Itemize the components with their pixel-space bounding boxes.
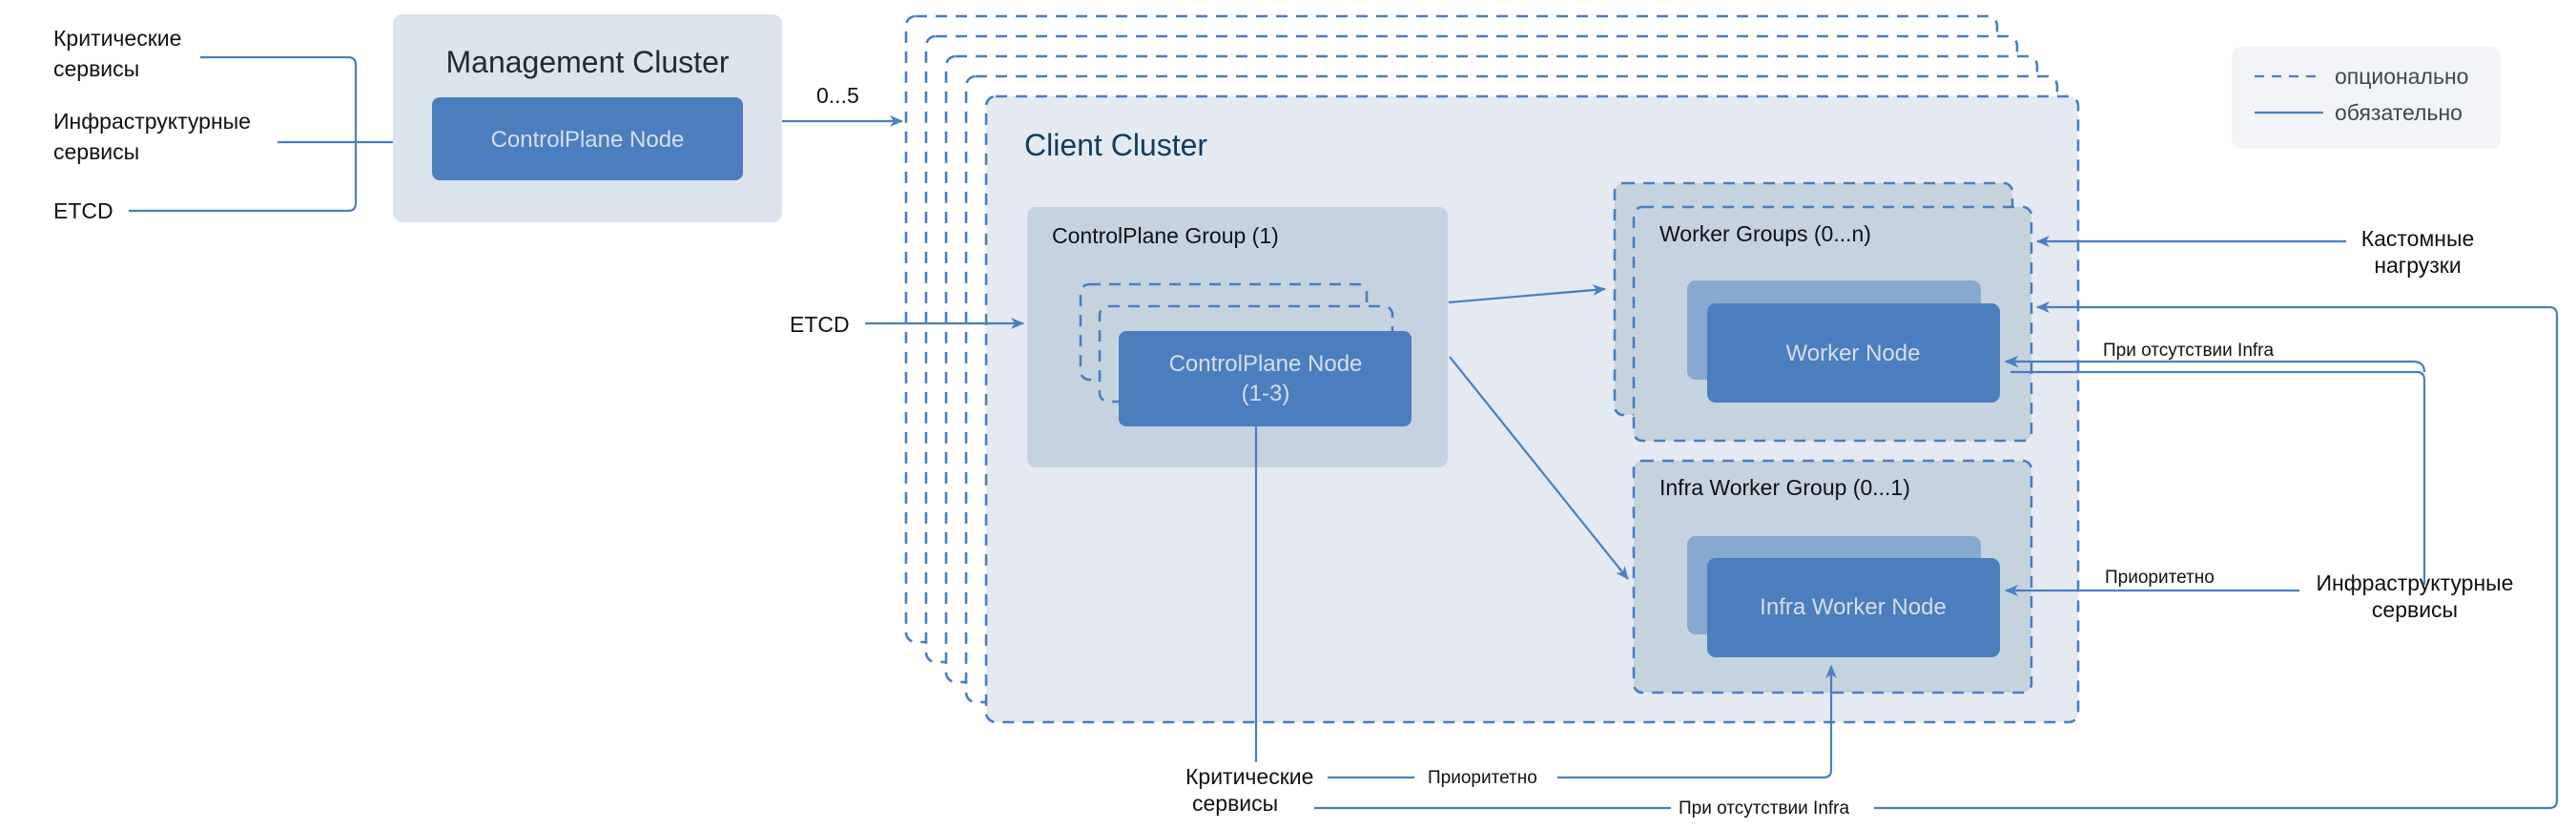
infra-worker-group-title: Infra Worker Group (0...1) (1659, 475, 1910, 500)
mgmt-input-infra-label-2: сервисы (53, 139, 139, 164)
critical-fallback-to-worker-arrow (1874, 301, 2559, 810)
custom-workloads-label: Кастомные (2361, 226, 2475, 251)
critical-to-infra-group-arrow (1557, 665, 1837, 779)
edge-label-no-infra: При отсутствии Infra (2103, 341, 2274, 361)
legend-required-label: обязательно (2335, 100, 2463, 125)
worker-node[interactable] (1707, 303, 2000, 403)
controlplane-group: ControlPlane Group (1) ControlPlane Node… (1027, 207, 1448, 467)
right-infra-services-label: Инфраструктурные (2317, 570, 2514, 595)
client-controlplane-node-count: (1-3) (1242, 381, 1290, 406)
mgmt-input-infra-label: Инфраструктурные (53, 109, 251, 134)
mgmt-critical-etcd-connector (129, 55, 358, 213)
right-infra-services-label-2: сервисы (2372, 597, 2458, 622)
infra-worker-node[interactable] (1707, 558, 2000, 657)
worker-groups: Worker Groups (0...n) Worker Node (1613, 181, 2033, 443)
legend-box (2232, 47, 2501, 149)
bottom-critical-label: Критические (1185, 764, 1313, 789)
mgmt-input-critical-label-2: сервисы (53, 56, 139, 81)
mgmt-inputs: Критические сервисы Инфраструктурные сер… (53, 26, 430, 223)
bottom-critical-label-2: сервисы (1192, 791, 1278, 816)
client-multiplicity-label: 0...5 (816, 83, 859, 108)
cp-to-worker-groups-arrow (1448, 284, 1606, 304)
legend: опционально обязательно (2232, 47, 2501, 149)
custom-workloads-label-2: нагрузки (2374, 253, 2461, 278)
mgmt-controlplane-node[interactable] (432, 97, 743, 180)
worker-node-label: Worker Node (1786, 341, 1921, 366)
infra-services-fallback-line (2010, 370, 2426, 585)
edge-label-priority: Приоритетно (2105, 568, 2215, 588)
bottom-edge-label-priority: Приоритетно (1428, 768, 1537, 788)
mgmt-input-etcd-label: ETCD (53, 198, 113, 223)
worker-groups-title: Worker Groups (0...n) (1659, 221, 1871, 246)
infra-to-worker-node-arrow (2005, 356, 2426, 373)
bottom-edge-label-no-infra: При отсутствии Infra (1679, 798, 1849, 819)
client-controlplane-node[interactable] (1119, 331, 1412, 426)
infra-worker-group: Infra Worker Group (0...1) Infra Worker … (1632, 459, 2033, 694)
management-cluster: Management Cluster ControlPlane Node (393, 14, 782, 222)
mgmt-controlplane-node-label: ControlPlane Node (491, 127, 685, 153)
controlplane-group-title: ControlPlane Group (1) (1052, 223, 1279, 248)
cp-to-infra-group-arrow (1449, 356, 1629, 580)
legend-optional-label: опционально (2335, 64, 2468, 89)
mgmt-input-critical-label: Критические (53, 26, 181, 51)
client-etcd-label: ETCD (790, 312, 850, 337)
infra-worker-node-label: Infra Worker Node (1760, 594, 1947, 620)
management-cluster-title: Management Cluster (445, 45, 729, 79)
client-controlplane-node-label: ControlPlane Node (1169, 351, 1363, 377)
client-cluster-title: Client Cluster (1024, 128, 1207, 162)
